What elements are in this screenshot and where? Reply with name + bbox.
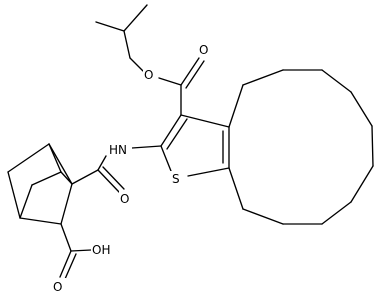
double-bond [185,60,205,89]
bond [95,21,125,32]
bond [48,143,62,173]
bond [160,145,172,172]
cyclododecane-ring [228,69,374,225]
bond [129,57,144,72]
atom-label-carboxylic-carbonyl-oxygen: O [53,280,62,294]
bond [371,125,374,167]
atom-label-amide-nitrogen: HN [109,143,127,157]
bond [31,171,62,186]
bond [321,69,352,93]
bond [242,69,284,86]
amide-linkage [71,145,162,193]
double-bond [180,57,200,86]
bond [228,84,244,128]
bond [48,143,73,185]
bond [242,208,284,225]
atom-label-thiophene-sulfur: S [172,172,180,186]
bond [180,114,230,128]
double-bond [102,166,125,190]
bond [19,217,62,225]
atom-label-ester-carbonyl-oxygen: O [199,43,208,57]
bond [321,201,352,225]
bond [60,183,73,225]
bond [60,223,72,252]
bond [131,145,162,149]
bond [350,91,373,127]
bond [7,143,50,173]
bond [19,184,33,219]
atom-label-ester-ether-oxygen: O [144,68,153,82]
bond [60,171,73,185]
atom-label-amide-carbonyl-oxygen: O [120,192,129,206]
double-bond [59,250,72,278]
bond [123,30,131,59]
bond [7,171,21,219]
bond [187,167,230,177]
double-bond [97,169,120,193]
atom-labels: O O HN S O OH O [52,41,212,294]
bond [160,114,182,147]
bond [228,167,244,210]
bond [97,155,107,171]
bond [158,77,182,86]
atom-label-carboxylic-hydroxyl: OH [92,243,110,257]
bond [123,4,148,32]
bond [71,169,99,185]
isopropyl-ester-group [95,4,205,116]
double-bond [166,118,188,150]
carboxylic-acid-group [59,223,92,280]
bond [350,165,374,203]
double-bond [64,253,77,280]
norbornane-cage [7,143,73,225]
thiophene-ring [160,114,230,177]
bond [70,249,92,252]
